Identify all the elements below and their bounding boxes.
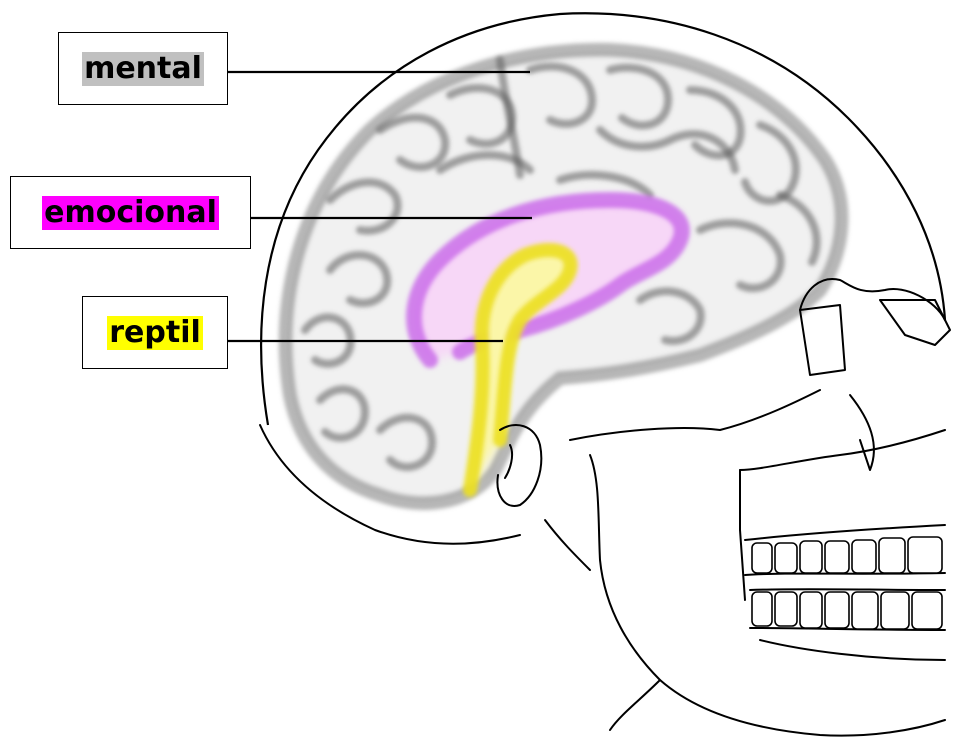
label-box-mental: mental: [58, 32, 228, 105]
label-mental: mental: [82, 52, 204, 86]
label-emocional: emocional: [42, 196, 219, 230]
label-box-emocional: emocional: [10, 176, 251, 249]
label-reptil: reptil: [107, 316, 203, 350]
label-box-reptil: reptil: [82, 296, 228, 369]
teeth: [752, 537, 942, 629]
